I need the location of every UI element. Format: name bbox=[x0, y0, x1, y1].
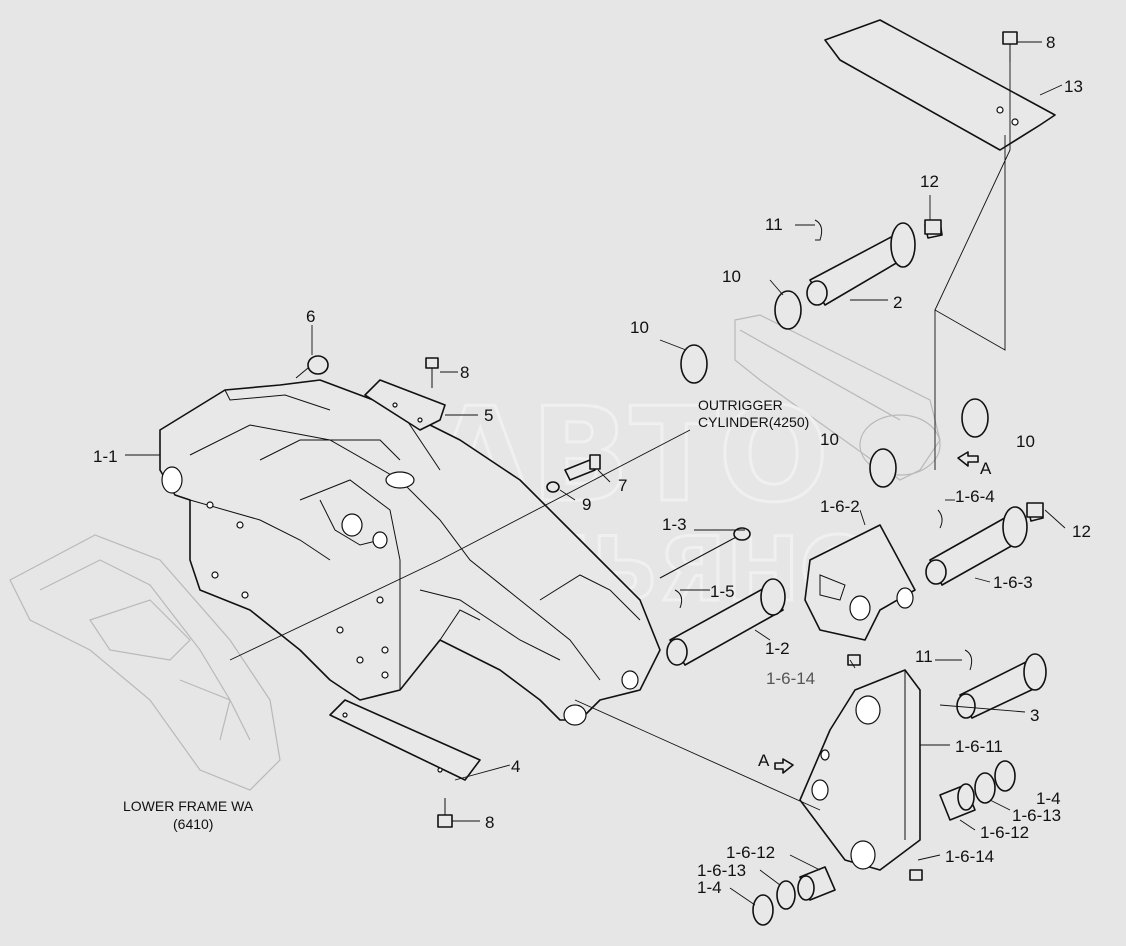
ring-1-4a bbox=[994, 760, 1016, 792]
bottom-plate-4 bbox=[329, 699, 481, 781]
callout-1-6-12-right: 1-6-12 bbox=[980, 823, 1029, 842]
callout-12-top: 12 bbox=[920, 172, 939, 191]
callout-8-top: 8 bbox=[460, 363, 469, 382]
callout-8-bottom: 8 bbox=[485, 813, 494, 832]
callout-1-6-2: 1-6-2 bbox=[820, 497, 860, 516]
bushing-1-6-12a bbox=[939, 783, 976, 821]
bolt-8-top bbox=[425, 357, 439, 388]
pin-2 bbox=[806, 221, 943, 306]
o-ring-10d bbox=[961, 398, 989, 438]
callout-10-a: 10 bbox=[722, 267, 741, 286]
callout-7: 7 bbox=[618, 476, 627, 495]
note-outrigger-1: OUTRIGGER bbox=[698, 397, 783, 413]
washer-9 bbox=[546, 481, 560, 493]
bolt-8-bottom bbox=[437, 798, 453, 828]
seal-1-6-13b bbox=[776, 880, 796, 910]
cotter-pin-11a bbox=[814, 219, 823, 241]
o-ring-10b bbox=[680, 344, 708, 384]
note-outrigger-2: CYLINDER(4250) bbox=[698, 414, 809, 430]
cover-plate-5 bbox=[364, 379, 446, 431]
fitting-1-6-14b bbox=[909, 869, 923, 881]
callout-1-6-12-left: 1-6-12 bbox=[726, 843, 775, 862]
callout-2: 2 bbox=[893, 293, 902, 312]
pin-3 bbox=[956, 653, 1047, 719]
callout-1-1: 1-1 bbox=[93, 447, 118, 466]
callout-1-4-left: 1-4 bbox=[697, 878, 722, 897]
callout-4: 4 bbox=[511, 757, 520, 776]
callout-1-6-13-right: 1-6-13 bbox=[1012, 806, 1061, 825]
link-1-6-11 bbox=[799, 669, 921, 871]
lower-frame-ghost bbox=[9, 534, 281, 791]
bushing-1-6-12b bbox=[797, 866, 836, 901]
cotter-pin-1-5 bbox=[674, 589, 683, 609]
view-arrow-top bbox=[957, 451, 979, 467]
callout-10-c: 10 bbox=[820, 430, 839, 449]
callout-1-6-4: 1-6-4 bbox=[955, 487, 995, 506]
cotter-pin-1-6-4 bbox=[937, 509, 943, 529]
callout-11-top: 11 bbox=[765, 215, 783, 234]
callout-12-bottom: 12 bbox=[1072, 522, 1091, 541]
o-ring-10a bbox=[774, 290, 802, 330]
callout-1-6-14-top: 1-6-14 bbox=[766, 669, 815, 688]
grease-fitting-12a bbox=[924, 219, 942, 235]
ring-1-4b bbox=[752, 894, 774, 926]
bolt-7 bbox=[564, 454, 601, 481]
callout-5: 5 bbox=[484, 406, 493, 425]
plug-6 bbox=[295, 355, 329, 379]
fitting-1-6-14a bbox=[847, 654, 861, 666]
view-marker-top: A bbox=[980, 459, 992, 478]
callout-1-2: 1-2 bbox=[765, 639, 790, 658]
pin-1-6-3 bbox=[925, 504, 1044, 586]
grease-fitting-12b bbox=[1026, 502, 1044, 518]
seal-1-6-13a bbox=[974, 772, 996, 804]
callout-10-b: 10 bbox=[630, 318, 649, 337]
outrigger-box-1-1 bbox=[159, 379, 661, 726]
callout-13: 13 bbox=[1064, 77, 1083, 96]
cotter-pin-11b bbox=[964, 649, 973, 671]
callout-9: 9 bbox=[582, 495, 591, 514]
callout-1-5: 1-5 bbox=[710, 582, 735, 601]
callout-1-4-right: 1-4 bbox=[1036, 789, 1061, 808]
cover-13 bbox=[824, 19, 1056, 151]
callout-1-3: 1-3 bbox=[662, 515, 687, 534]
callout-8-cover: 8 bbox=[1046, 33, 1055, 52]
outrigger-cylinder-ghost bbox=[734, 314, 941, 481]
leader-lines bbox=[125, 41, 1066, 906]
callout-11-bottom: 11 bbox=[915, 647, 933, 666]
callout-1-6-3: 1-6-3 bbox=[993, 573, 1033, 592]
rod-1-3 bbox=[659, 527, 751, 579]
pin-1-2 bbox=[666, 578, 786, 666]
note-lower-frame-2: (6410) bbox=[173, 816, 213, 832]
bracket-1-6-2 bbox=[804, 524, 916, 641]
callout-1-6-14-bottom: 1-6-14 bbox=[945, 847, 994, 866]
callout-1-6-13-left: 1-6-13 bbox=[697, 861, 746, 880]
bolt-8-cover bbox=[1002, 31, 1018, 62]
callout-10-d: 10 bbox=[1016, 432, 1035, 451]
o-ring-10c bbox=[869, 448, 897, 488]
callout-3: 3 bbox=[1030, 706, 1039, 725]
note-lower-frame-1: LOWER FRAME WA bbox=[123, 798, 254, 814]
callout-1-6-11: 1-6-11 bbox=[955, 737, 1003, 756]
view-arrow-bottom bbox=[774, 758, 794, 774]
view-marker-bottom: A bbox=[758, 751, 770, 770]
callout-6: 6 bbox=[306, 307, 315, 326]
